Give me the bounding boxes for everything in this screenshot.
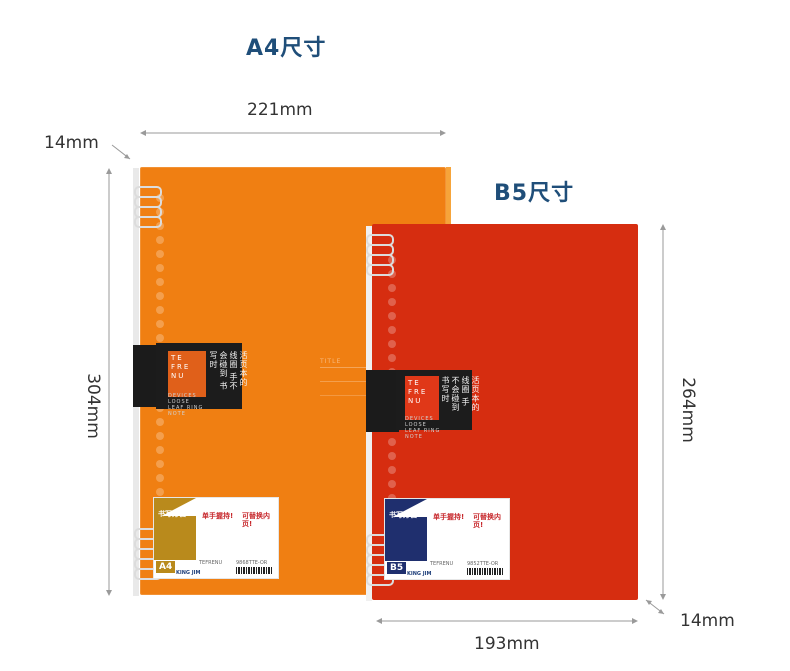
a4-sticker-gold [154,516,196,560]
a4-sticker-barcode [236,567,272,574]
b5-sticker: 书写方便! 单手握持! 可替换内页! B5 KING JIM TEFRENU 9… [384,498,510,580]
b5-sticker-product: TEFRENU [430,561,454,567]
b5-sticker-navy [385,517,427,561]
a4-sticker: 书写方便! 单手握持! 可替换内页! A4 KING JIM TEFRENU 9… [153,497,279,579]
b5-sticker-size-badge: B5 [387,562,407,574]
a4-sticker-product: TEFRENU [199,560,223,566]
b5-sticker-promo-1: 书写方便! [389,511,421,519]
a4-brand-box: TE FRE NU [168,351,206,397]
b5-clip-band [366,370,399,432]
b5-spine-label: 14mm [680,611,735,631]
a4-clip-band [133,345,158,407]
a4-size-title: A4尺寸 [246,36,327,61]
a4-brand-label-card: TE FRE NU 活页本的线圈 手不会碰到 书写时 DEVICES LOOSE… [156,343,248,417]
a4-width-arrow-icon [140,130,446,136]
a4-spine-arrow-icon [111,144,131,160]
b5-sticker-barcode [467,568,503,575]
b5-size-title: B5尺寸 [494,181,575,206]
a4-sticker-triangle [154,498,196,520]
b5-height-label: 264mm [678,377,698,443]
b5-sticker-brand: KING JIM [407,571,432,577]
b5-sticker-triangle [385,499,427,521]
a4-sticker-model: 9868TTE-OR [236,560,268,566]
a4-height-arrow-icon [106,168,112,596]
a4-cover-title-label: TITLE [320,358,342,365]
b5-spine-arrow-icon [645,599,665,615]
b5-sticker-model: 9852TTE-OR [467,561,499,567]
b5-brand-label-card: TE FRE NU 活页本的线圈 手不会碰到 书写时 DEVICES LOOSE… [396,370,480,440]
a4-height-label: 304mm [83,373,103,439]
a4-width-label: 221mm [247,100,313,120]
a4-spine-label: 14mm [44,133,99,153]
b5-sticker-promo-2: 单手握持! [433,513,465,521]
a4-sticker-promo-1: 书写方便! [158,510,190,518]
a4-cn-tagline: 活页本的线圈 手不会碰到 书写时 [209,351,248,391]
a4-sticker-size-badge: A4 [156,561,176,573]
b5-cn-tagline: 活页本的线圈 手不会碰到 书写时 [441,376,480,412]
b5-sticker-promo-3: 可替换内页! [473,513,501,529]
b5-width-label: 193mm [474,634,540,654]
a4-sticker-brand: KING JIM [176,570,201,576]
a4-sticker-promo-2: 单手握持! [202,512,234,520]
b5-width-arrow-icon [376,618,638,624]
a4-en-sub: DEVICES LOOSE LEAF RING NOTE [168,393,204,417]
b5-height-arrow-icon [660,224,666,600]
b5-brand-box: TE FRE NU [405,376,439,420]
a4-sticker-promo-3: 可替换内页! [242,512,270,528]
b5-en-sub: DEVICES LOOSE LEAF RING NOTE [405,416,441,440]
